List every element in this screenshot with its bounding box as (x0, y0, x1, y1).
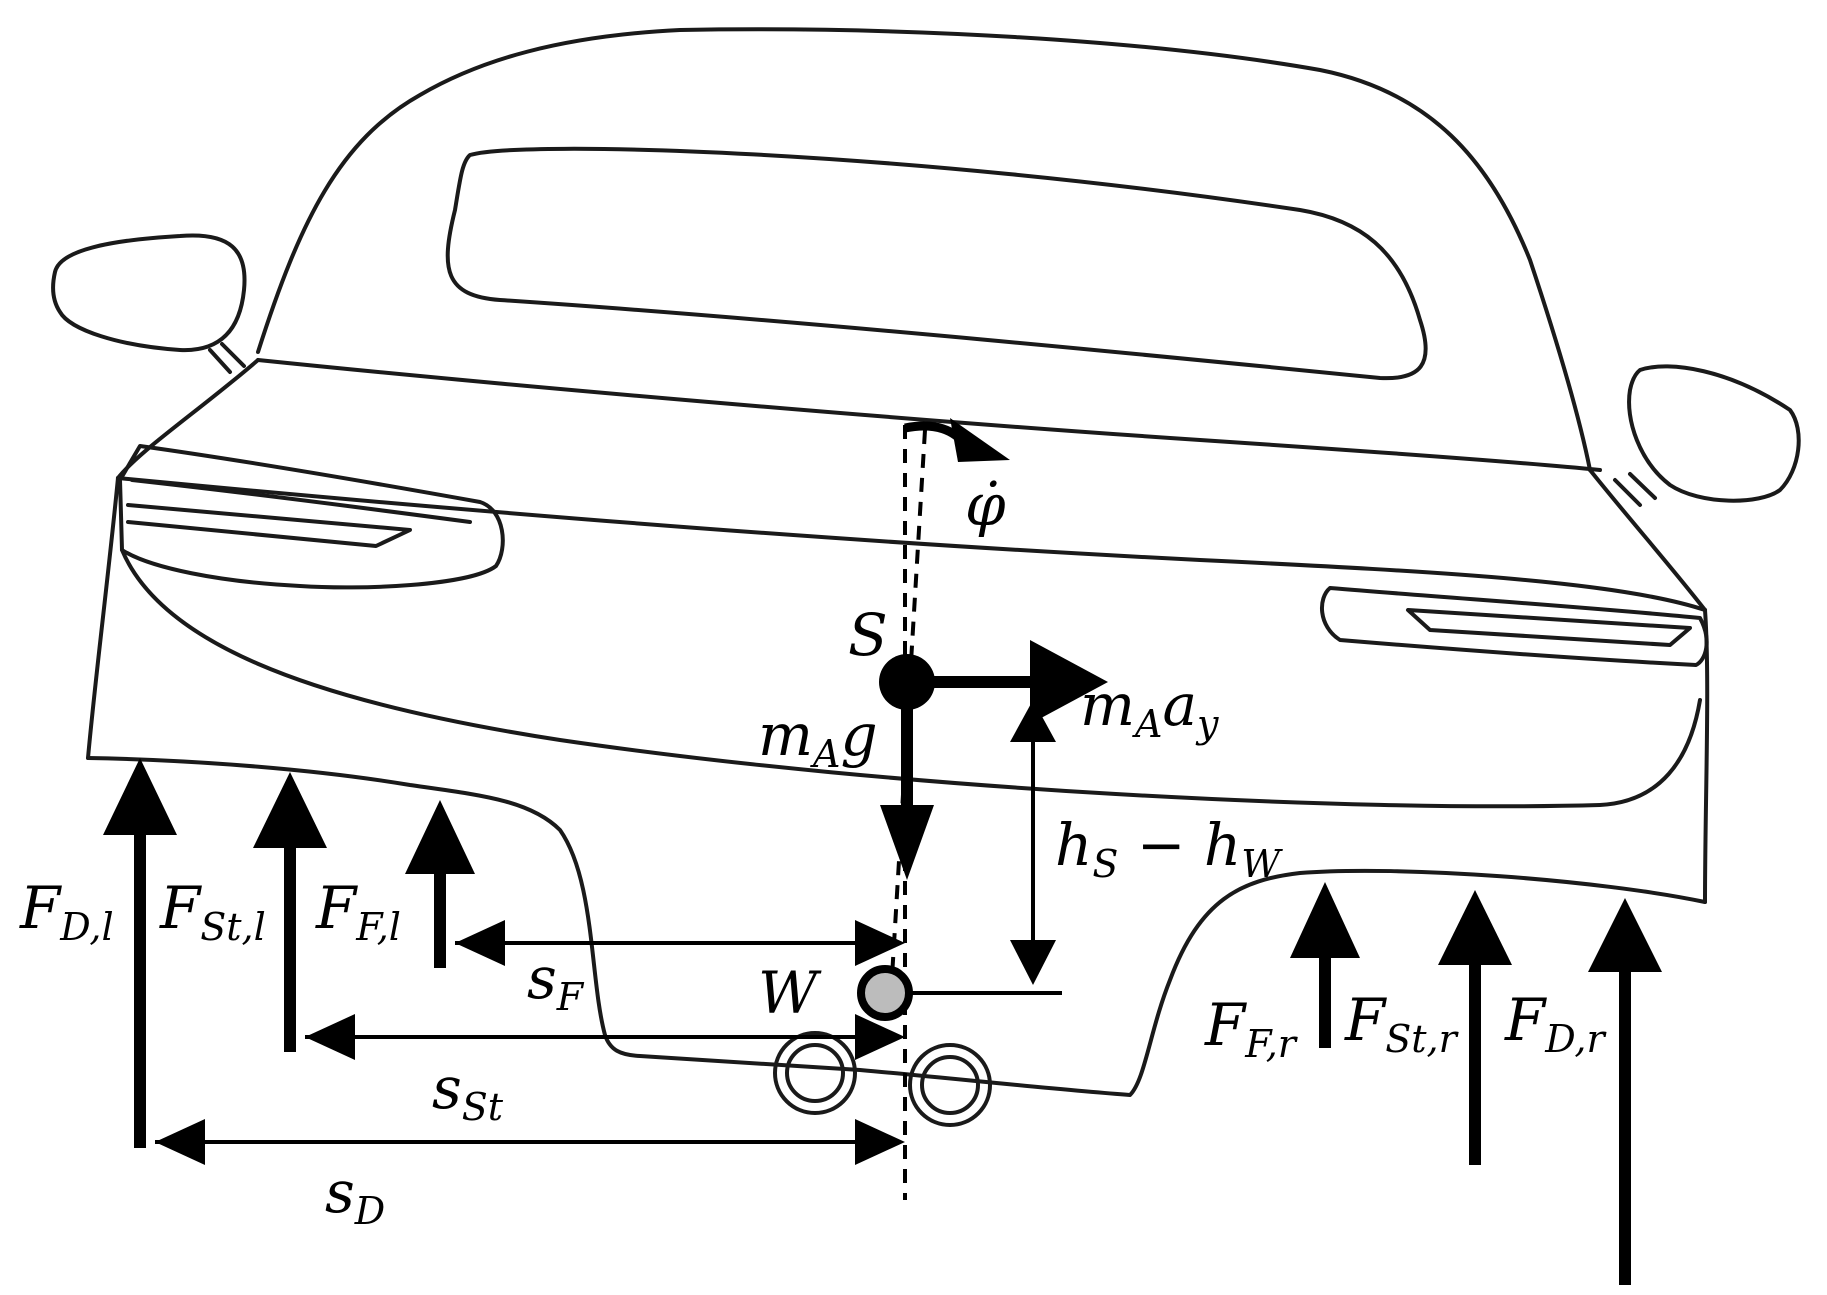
distance-dimensions (155, 920, 905, 1165)
label-W: W (758, 959, 822, 1027)
label-hS-minus-hW: hS − hW (1055, 811, 1283, 886)
dim-s-D-left-head (155, 1119, 205, 1165)
exhaust-left-inner (785, 1043, 845, 1103)
right-body-side (1703, 608, 1710, 904)
height-dimension-top-head (1010, 700, 1056, 742)
left-mirror-stalk (208, 342, 246, 374)
left-forces (103, 758, 475, 1148)
dim-s-St-left-head (305, 1014, 355, 1060)
label-mAay: mAay (1080, 671, 1219, 746)
label-F-F-r: FF,r (1204, 991, 1299, 1066)
bumper-sweep (120, 548, 1702, 809)
label-F-St-l: FSt,l (159, 874, 266, 949)
roll-center-W (857, 965, 913, 1021)
height-dimension-bottom-head (1010, 940, 1056, 985)
trunk-line (116, 476, 1707, 612)
lateral-force-arrowhead (1030, 640, 1108, 724)
dim-s-F-left-head (455, 920, 505, 966)
exhaust-left-outer (773, 1031, 857, 1115)
car-outline (51, 27, 1801, 1127)
rear-window (445, 146, 1428, 381)
exhaust-right-outer (908, 1043, 992, 1127)
dim-s-St-right-head (855, 1014, 905, 1060)
label-phi-dot: φ̇ (965, 471, 1006, 539)
label-s-F: sF (527, 944, 585, 1019)
label-s-St: sSt (432, 1054, 504, 1129)
right-tail-light-inner (1406, 608, 1692, 647)
roll-rate-arrowhead (950, 418, 1010, 462)
label-mAg: mAg (758, 701, 878, 776)
left-body-side (86, 476, 120, 760)
right-mirror-stalk (1613, 472, 1657, 507)
right-forces (1290, 882, 1662, 1285)
left-tail-light-inner2 (130, 478, 472, 524)
car-roof (256, 27, 1592, 472)
center-of-gravity-S (879, 654, 935, 710)
deck-line (256, 358, 1602, 472)
left-mirror (51, 233, 247, 353)
left-tail-light (118, 444, 505, 590)
dim-s-F-right-head (855, 920, 905, 966)
force-F-D-r-head (1588, 898, 1662, 972)
lower-apron (86, 756, 1707, 1097)
label-S: S (848, 601, 888, 669)
force-F-D-l-head (103, 758, 177, 835)
exhaust-right-inner (920, 1055, 980, 1115)
dim-s-D-right-head (855, 1119, 905, 1165)
force-F-F-r-head (1290, 882, 1360, 958)
force-F-St-r-head (1438, 890, 1512, 965)
right-mirror (1627, 364, 1801, 503)
force-F-St-l-head (253, 772, 327, 848)
label-F-F-l: FF,l (315, 874, 401, 949)
label-F-St-r: FSt,r (1344, 986, 1460, 1061)
label-F-D-l: FD,l (19, 874, 114, 949)
left-tail-light-inner (126, 503, 412, 548)
force-F-F-l-head (405, 800, 475, 874)
label-F-D-r: FD,r (1504, 986, 1607, 1061)
right-tail-light (1319, 586, 1709, 667)
label-s-D: sD (325, 1158, 385, 1233)
right-quarter-top (1588, 468, 1707, 612)
weight-force-arrowhead (880, 805, 934, 880)
